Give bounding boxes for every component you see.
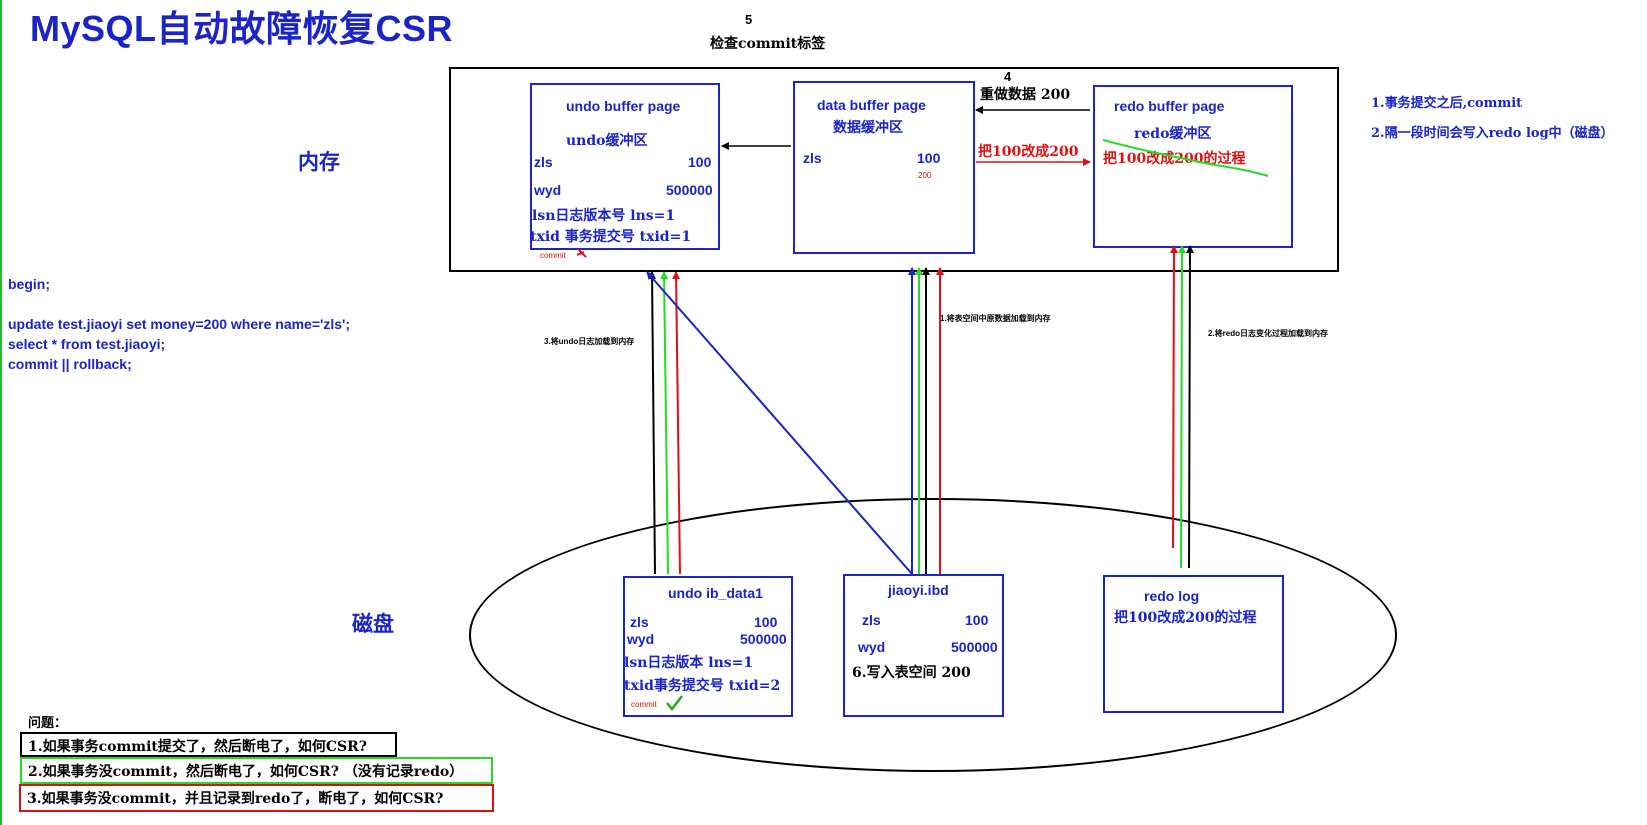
redo-log-change: 把100改成200的过程 — [1114, 610, 1257, 626]
question-3: 3.如果事务没commit，并且记录到redo了，断电了，如何CSR? — [19, 784, 494, 812]
data-buffer-small-value: 200 — [918, 171, 932, 180]
undo-ibdata1-row1-val: 100 — [754, 614, 778, 630]
undo-ibdata1-row2-key: wyd — [627, 631, 655, 647]
undo-buffer-row1-key: zls — [534, 154, 553, 170]
questions-heading: 问题： — [28, 716, 68, 731]
undo-up-red-arrow — [672, 271, 681, 575]
redo-up-red-arrow — [1169, 245, 1178, 549]
undo-ibdata1-lsn: lsn日志版本 lns=1 — [624, 655, 754, 671]
jiaoyi-to-undo-blue-arrow — [646, 271, 913, 575]
redo-load-note: 2.将redo日志变化过程加载到内存 — [1208, 329, 1329, 338]
question-2: 2.如果事务没commit，然后断电了，如何CSR? （没有记录redo） — [20, 757, 493, 784]
data-buffer-subtitle: 数据缓冲区 — [833, 120, 903, 136]
undo-buffer-row1-val: 100 — [688, 154, 712, 170]
disk-label: 磁盘 — [352, 611, 394, 636]
undo-buffer-txid: txid 事务提交号 txid=1 — [530, 229, 692, 245]
undo-ibdata1-row2-val: 500000 — [740, 631, 787, 647]
undo-buffer-row2-key: wyd — [534, 182, 562, 198]
sql-line-select: select * from test.jiaoyi; — [8, 336, 166, 352]
step4-number: 4 — [1004, 69, 1012, 84]
redo-up-green-arrow — [1177, 245, 1186, 569]
left-green-rule — [0, 0, 2, 825]
jiaoyi-ibd-row2-key: wyd — [858, 639, 886, 655]
jiaoyi-ibd-step6: 6.写入表空间 200 — [852, 665, 971, 681]
data-buffer-title: data buffer page — [817, 97, 926, 113]
data-buffer-row1-val: 100 — [917, 150, 941, 166]
memory-frame — [449, 67, 1339, 272]
data-buffer-row1-key: zls — [803, 150, 822, 166]
sql-line-begin: begin; — [8, 276, 50, 292]
undo-buffer-commit: commit — [540, 251, 566, 260]
redo-buffer-subtitle: redo缓冲区 — [1134, 126, 1212, 142]
undo-up-black-arrow — [648, 271, 657, 575]
memory-label: 内存 — [298, 149, 340, 174]
redo-up-black-arrow — [1185, 245, 1194, 569]
undo-buffer-title: undo buffer page — [566, 98, 681, 114]
data-buffer-page-box — [793, 81, 975, 254]
step5-number: 5 — [745, 12, 753, 27]
redo-scribble — [1102, 139, 1269, 177]
sql-line-update: update test.jiaoyi set money=200 where n… — [8, 316, 351, 332]
step5-label: 检查commit标签 — [710, 36, 826, 52]
undo-ibdata1-title: undo ib_data1 — [668, 585, 763, 601]
undo-buffer-subtitle: undo缓冲区 — [566, 133, 648, 149]
disk-ellipse — [469, 498, 1397, 772]
note-1: 1.事务提交之后,commit — [1371, 96, 1523, 111]
undo-buffer-lsn: lsn日志版本号 lns=1 — [532, 208, 676, 224]
redo-buffer-title: redo buffer page — [1114, 98, 1225, 114]
undo-ibdata1-txid: txid事务提交号 txid=2 — [624, 678, 781, 694]
page-title: MySQL自动故障恢复CSR — [30, 8, 454, 49]
undo-buffer-page-box — [530, 83, 720, 250]
jiaoyi-ibd-box — [843, 574, 1004, 717]
undo-ibdata1-row1-key: zls — [630, 614, 649, 630]
redo-log-box — [1103, 575, 1284, 713]
jiaoyi-ibd-row1-key: zls — [862, 612, 881, 628]
data-to-redo-arrow-label: 把100改成200 — [978, 144, 1079, 160]
jiaoyi-ibd-row1-val: 100 — [965, 612, 989, 628]
sql-line-commit: commit || rollback; — [8, 356, 132, 372]
undo-ibdata1-commit: commit — [631, 700, 657, 709]
jiaoyi-ibd-title: jiaoyi.ibd — [888, 582, 949, 598]
undo-load-note: 3.将undo日志加载到内存 — [544, 337, 635, 346]
undo-ibdata1-box — [623, 576, 793, 717]
jiaoyi-ibd-row2-val: 500000 — [951, 639, 998, 655]
redo-log-title: redo log — [1144, 588, 1200, 604]
note-2: 2.隔一段时间会写入redo log中（磁盘） — [1371, 126, 1614, 141]
data-load-note: 1.将表空间中原数据加载到内存 — [940, 314, 1051, 323]
question-1: 1.如果事务commit提交了，然后断电了，如何CSR? — [20, 732, 397, 757]
undo-up-green-arrow — [660, 271, 669, 575]
cross-mark-icon — [576, 248, 587, 258]
check-icon — [666, 695, 683, 711]
step4-label: 重做数据 200 — [980, 87, 1071, 103]
undo-buffer-row2-val: 500000 — [666, 182, 713, 198]
